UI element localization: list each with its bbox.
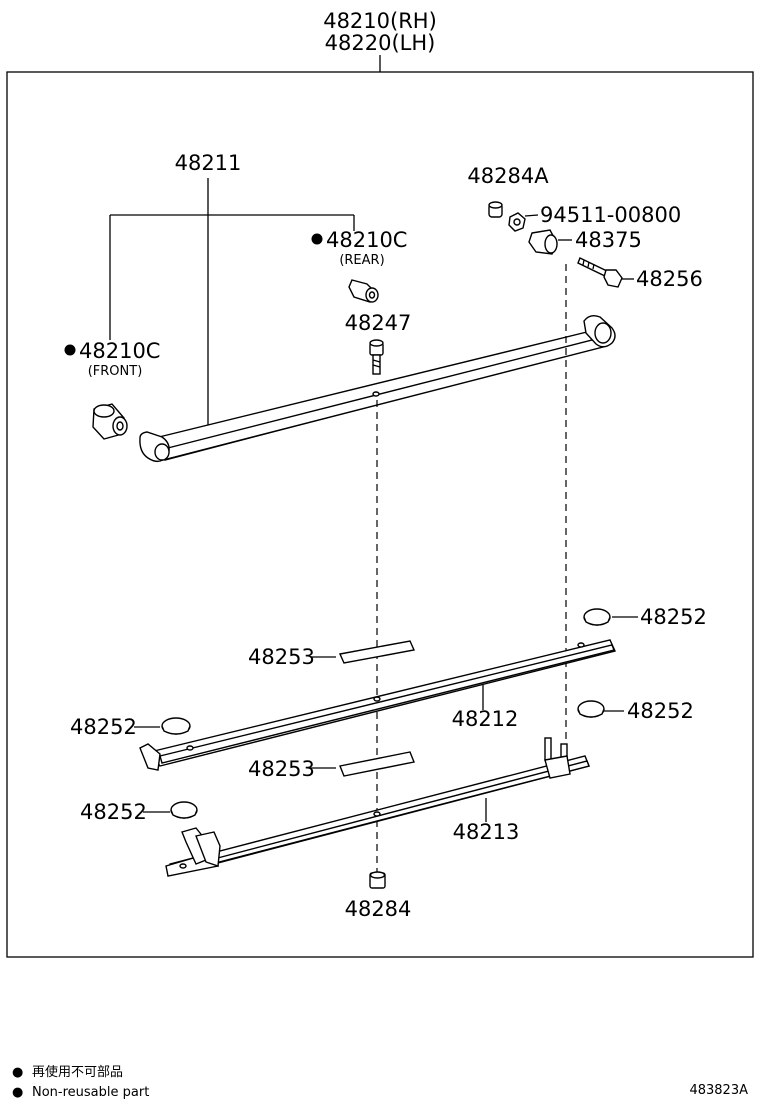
rubber-cushion-top[interactable] <box>488 201 503 218</box>
label-94511-00800[interactable]: 94511-00800 <box>540 203 681 227</box>
rear-bushing[interactable] <box>348 279 379 303</box>
center-nut[interactable] <box>369 871 386 889</box>
leaf-insert-upper[interactable] <box>339 640 415 664</box>
label-48375[interactable]: 48375 <box>575 228 642 252</box>
label-48213[interactable]: 48213 <box>453 820 520 844</box>
silencer-1[interactable] <box>583 608 611 626</box>
label-48252-3[interactable]: 48252 <box>627 699 694 723</box>
legend-en: Non-reusable part <box>32 1085 149 1100</box>
assembly-rh-label[interactable]: 48210(RH) <box>323 9 437 33</box>
label-front-note: (FRONT) <box>88 364 143 379</box>
label-48247[interactable]: 48247 <box>345 311 412 335</box>
silencer-4[interactable] <box>170 801 198 819</box>
leaf-insert-lower[interactable] <box>339 751 415 777</box>
center-bolt[interactable] <box>369 339 384 375</box>
label-48252-1[interactable]: 48252 <box>640 605 707 629</box>
silencer-2[interactable] <box>161 717 191 735</box>
label-48252-4[interactable]: 48252 <box>80 800 147 824</box>
label-48210c-rear[interactable]: 48210C <box>326 228 407 252</box>
label-48211[interactable]: 48211 <box>175 151 242 175</box>
label-48212[interactable]: 48212 <box>452 707 519 731</box>
diagram-id: 483823A <box>689 1083 748 1098</box>
label-48256[interactable]: 48256 <box>636 267 703 291</box>
legend-dot-2: ● <box>12 1085 23 1100</box>
label-48252-2[interactable]: 48252 <box>70 715 137 739</box>
second-leaf-spring[interactable] <box>139 639 616 771</box>
assembly-lh-label[interactable]: 48220(LH) <box>325 31 436 55</box>
nut-94511[interactable] <box>508 212 526 232</box>
non-reusable-dot-front <box>64 344 76 356</box>
label-48284[interactable]: 48284 <box>345 897 412 921</box>
front-bushing[interactable] <box>92 403 128 440</box>
main-leaf-spring[interactable] <box>139 314 616 463</box>
shackle-bushing[interactable] <box>528 229 558 255</box>
label-rear-note: (REAR) <box>339 253 384 268</box>
label-48284a[interactable]: 48284A <box>467 164 549 188</box>
label-48253-lower[interactable]: 48253 <box>248 757 315 781</box>
label-48253-upper[interactable]: 48253 <box>248 645 315 669</box>
legend-jp: 再使用不可部品 <box>32 1064 123 1080</box>
non-reusable-dot-rear <box>311 233 323 245</box>
silencer-3[interactable] <box>577 700 605 718</box>
third-leaf-spring[interactable] <box>165 737 590 877</box>
legend-dot-1: ● <box>12 1065 23 1080</box>
label-48210c-front[interactable]: 48210C <box>79 339 160 363</box>
shackle-bolt[interactable] <box>577 257 623 288</box>
